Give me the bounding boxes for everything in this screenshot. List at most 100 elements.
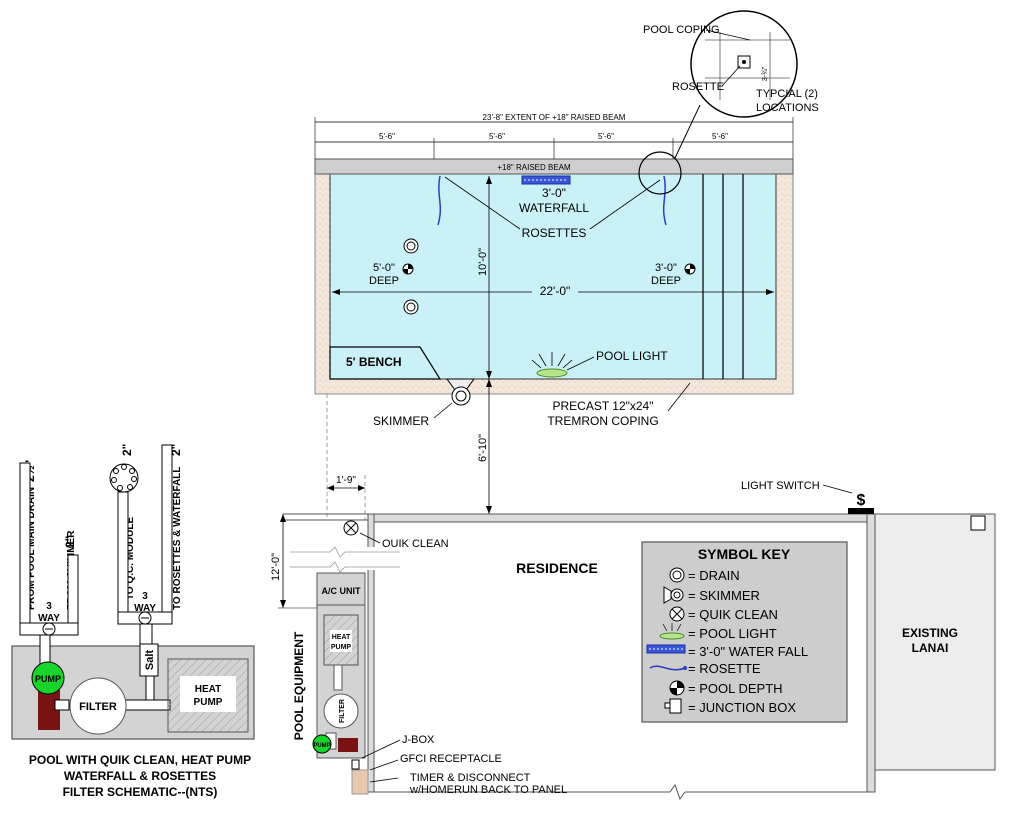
filter-schematic: FROM POOL MAIN DRAIN 2½" FROM SKIMMER 2"… (11, 444, 255, 799)
pool-plan: +18" RAISED BEAM 5' BENCH 23'-8" EXTENT … (314, 113, 794, 520)
pool-depth-icon (402, 263, 414, 275)
key-quik-clean: = QUIK CLEAN (688, 607, 778, 622)
equip-filter (323, 693, 359, 729)
depth-right: 3'-0" (655, 262, 677, 274)
switch-icon: $ (857, 492, 866, 509)
rosette-right (662, 175, 667, 226)
segment-dim-3: 5'-6" (598, 132, 614, 141)
lanai-label-1: EXISTING (902, 626, 958, 640)
detail-rosette-label: ROSETTE (672, 81, 724, 93)
drain-icon (403, 299, 419, 315)
pool-light-icon (531, 352, 573, 378)
key-junction-box: = JUNCTION BOX (688, 700, 796, 715)
symbol-key: SYMBOL KEY = DRAIN = SKIMMER = QUIK CLEA… (641, 541, 848, 723)
key-pool-depth: = POOL DEPTH (688, 681, 783, 696)
qc-pipe (117, 491, 129, 613)
symbol-key-title: SYMBOL KEY (698, 546, 791, 562)
pump-icon (31, 661, 65, 695)
residence-title: RESIDENCE (516, 560, 598, 576)
valve-three-right: 3 (142, 591, 148, 602)
rosette-detail: 3-¾" POOL COPING ROSETTE TYPCIAL (2) LOC… (638, 10, 819, 195)
pool-light-label: POOL LIGHT (596, 349, 668, 363)
quik-clean-icon (343, 520, 359, 536)
depth-left: 5'-0" (373, 262, 395, 274)
bench-label: 5' BENCH (346, 355, 402, 369)
detail-target-circle (638, 151, 682, 195)
pool-light-icon (659, 623, 685, 640)
coping-label-1: PRECAST 12"x24" (552, 399, 653, 413)
timer-box (351, 769, 369, 795)
schematic-title-3: FILTER SCHEMATIC--(NTS) (63, 785, 218, 799)
bench (329, 346, 442, 380)
skimmer-icon (446, 378, 475, 406)
to-qc-label: TO Q.C. MODULE (125, 517, 136, 600)
key-drain: = DRAIN (688, 568, 740, 583)
main-drain-pipe (19, 462, 31, 624)
segment-dim-2: 5'-6" (489, 132, 505, 141)
rosette-left (437, 175, 442, 226)
skimmer-size: 2" (63, 536, 77, 548)
ac-unit-label: A/C UNIT (322, 586, 361, 596)
filter-icon (69, 677, 127, 735)
junction-box-icon (351, 759, 360, 770)
rosette-icon (649, 665, 687, 671)
key-pool-light: = POOL LIGHT (688, 626, 777, 641)
segment-dim-4: 5'-6" (712, 132, 728, 141)
pool-water (329, 172, 777, 380)
key-waterfall: = 3'-0" WATER FALL (688, 644, 808, 659)
length-dim: 22'-0" (540, 284, 571, 298)
coping-label-2: TREMRON COPING (547, 414, 658, 428)
waterfall-label: WATERFALL (519, 201, 589, 215)
rosette-pipe (161, 444, 173, 613)
lanai-label-2: LANAI (912, 641, 949, 655)
pool-coping-label: POOL COPING (643, 24, 720, 36)
heat-pump-label-1: HEAT (195, 684, 221, 695)
residence: RESIDENCE EXISTING LANAI $ LIGHT SWITCH … (270, 475, 996, 801)
pool-depth-icon (669, 680, 685, 696)
key-rosette: = ROSETTE (688, 661, 761, 676)
rosettes-label: ROSETTES (522, 226, 587, 240)
drain-icon (403, 238, 419, 254)
light-switch-label: LIGHT SWITCH (741, 480, 820, 492)
pool-equipment-label: POOL EQUIPMENT (292, 631, 306, 740)
timer-label-1: TIMER & DISCONNECT (410, 772, 531, 784)
quik-clean-icon (669, 606, 685, 622)
detail-dim: 3-¾" (762, 66, 769, 81)
from-main-drain-label: FROM POOL MAIN DRAIN (26, 487, 37, 610)
equip-depth-dim: 12'-0" (270, 553, 282, 581)
junction-box-icon (664, 698, 682, 714)
typical-label-1: TYPCIAL (2) (756, 88, 818, 100)
skimmer-icon (663, 586, 684, 604)
equip-pump (312, 734, 332, 754)
skimmer-pipe (67, 554, 79, 624)
pool-depth-icon (684, 263, 696, 275)
segment-dim-1: 5'-6" (379, 132, 395, 141)
drain-icon (669, 567, 685, 583)
valve-way-left: WAY (38, 613, 60, 624)
equip-heat-label: HEAT (332, 634, 351, 641)
salt-label: Salt (144, 650, 156, 671)
deep-label-right: DEEP (651, 275, 681, 287)
deep-label-left: DEEP (369, 275, 399, 287)
schematic-title-1: POOL WITH QUIK CLEAN, HEAT PUMP (29, 753, 251, 767)
valve-way-right: WAY (134, 603, 156, 614)
qc-size: 2" (120, 444, 134, 456)
waterfall-size: 3'-0" (542, 186, 566, 200)
schematic-title-2: WATERFALL & ROSETTES (64, 769, 216, 783)
lanai (874, 513, 996, 771)
raised-beam-label: +18" RAISED BEAM (497, 163, 571, 172)
width-dim: 10'-0" (477, 248, 489, 276)
equip-pump-text: PUMP (313, 743, 330, 749)
skimmer-label: SKIMMER (373, 414, 429, 428)
jbox-label: J-BOX (402, 734, 435, 746)
extent-dim-label: 23'-8" EXTENT OF +18" RAISED BEAM (483, 113, 626, 122)
equip-offset-dim: 1'-9" (336, 475, 356, 486)
pump-label: PUMP (35, 674, 61, 684)
valve-three-left: 3 (46, 601, 52, 612)
heat-pump-label-2: PUMP (194, 697, 223, 708)
equip-filter-label: FILTER (339, 699, 346, 723)
equip-pump-label: PUMP (331, 644, 352, 651)
typical-label-2: LOCATIONS (756, 102, 819, 114)
filter-label: FILTER (79, 701, 117, 713)
